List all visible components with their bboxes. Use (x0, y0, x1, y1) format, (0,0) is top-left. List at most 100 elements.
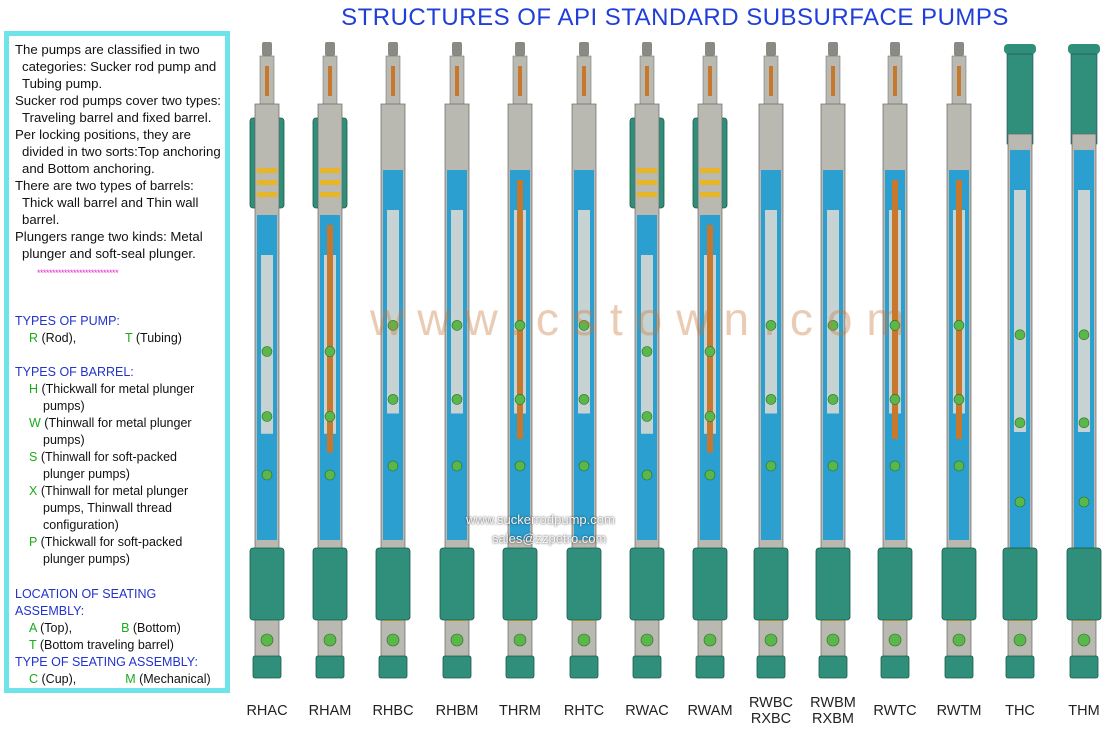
section-heading: TYPE OF SEATING ASSEMBLY: (15, 655, 198, 669)
valve-ball (827, 460, 839, 472)
pump-label-line: THC (1005, 703, 1035, 719)
valve-ball (578, 460, 590, 472)
valve-ball (1078, 496, 1090, 508)
seal-ring (320, 168, 340, 173)
intro-text: The pumps are classified in two categori… (15, 41, 225, 282)
valve-ball (514, 320, 526, 331)
valve-ball (387, 394, 399, 405)
bottom-hold-down (375, 547, 411, 621)
legend-code: P (29, 535, 38, 549)
legend-code: R (29, 331, 39, 345)
legend-desc: (Thickwall for metal plunger (38, 382, 195, 396)
legend-code: T (29, 638, 37, 652)
pump-label-line: RWAM (687, 703, 733, 719)
rod-top-cap (579, 42, 589, 56)
legend-desc: (Rod), (38, 331, 77, 345)
pump-label: THRM (488, 703, 552, 719)
legend-row: C (Cup), M (Mechanical) (15, 671, 221, 688)
valve-ball (324, 411, 336, 422)
legend-code: A (29, 621, 37, 635)
bottom-cap (1005, 655, 1035, 679)
legend-desc: (Bottom) (129, 621, 181, 635)
legend-desc: (Thinwall for soft-packed (37, 450, 177, 464)
seal-ring (700, 192, 720, 197)
bottom-hold-down (941, 547, 977, 621)
rod-core (455, 66, 459, 96)
rod-core (893, 66, 897, 96)
valve-ball (451, 394, 463, 405)
bottom-cap (944, 655, 974, 679)
pump-label: RHTC (552, 703, 616, 719)
pump-label: RHBM (425, 703, 489, 719)
pull-tube (517, 180, 523, 439)
legend-code: C (29, 672, 39, 686)
pump-label-line: RWTM (936, 703, 982, 719)
rod-top-cap (388, 42, 398, 56)
legend-desc: (Mechanical) (135, 672, 211, 686)
valve-ball (324, 346, 336, 357)
legend-code: W (29, 416, 41, 430)
rod-core (265, 66, 269, 96)
legend-row-cont: pumps) (43, 433, 85, 447)
valve-ball (451, 320, 463, 331)
seal-ring (637, 192, 657, 197)
rod-core (708, 66, 712, 96)
intro-paragraph: The pumps are classified in two categori… (15, 42, 217, 91)
bottom-hold-down (692, 547, 728, 621)
bottom-cap (818, 655, 848, 679)
valve-ball (765, 394, 777, 405)
legend-row: P (Thickwall for soft-packed (15, 534, 221, 551)
pull-tube (892, 180, 898, 439)
pump-label: RWTM (927, 703, 991, 719)
section-heading: TYPES OF BARREL: (15, 365, 134, 379)
valve-ball (953, 320, 965, 331)
bottom-cap (252, 655, 282, 679)
legend-code: H (29, 382, 39, 396)
valve-ball (704, 346, 716, 357)
intro-paragraph: Plungers range two kinds: Metal plunger … (15, 229, 203, 261)
valve-ball (827, 320, 839, 331)
rod-top-cap (325, 42, 335, 56)
pump-label-line: THRM (499, 703, 541, 719)
valve-ball (953, 460, 965, 472)
tubing-section (1070, 53, 1098, 145)
rod-top-cap (890, 42, 900, 56)
bottom-cap (378, 655, 408, 679)
legend-desc: (Thinwall for metal plunger (37, 484, 189, 498)
pump-label: RHBC (361, 703, 425, 719)
seal-ring (320, 192, 340, 197)
valve-ball (1078, 329, 1090, 341)
plunger (451, 210, 463, 414)
valve-ball (704, 469, 716, 481)
tubing-top-collar (1004, 44, 1036, 54)
valve-ball (578, 320, 590, 331)
legend-row-cont: plunger pumps) (43, 467, 130, 481)
standing-valve-ball (888, 633, 902, 647)
bottom-cap (695, 655, 725, 679)
legend-panel: The pumps are classified in two categori… (4, 31, 230, 693)
rod-top-cap (452, 42, 462, 56)
bottom-hold-down (502, 547, 538, 621)
valve-ball (704, 411, 716, 422)
bottom-hold-down (1002, 547, 1038, 621)
valve-ball (261, 346, 273, 357)
pull-tube (956, 180, 962, 439)
rod-core (582, 66, 586, 96)
pump-label: RHAC (235, 703, 299, 719)
pump-label-line: RHBC (372, 703, 414, 719)
plunger (765, 210, 777, 414)
plunger (1078, 190, 1090, 432)
pump-label: RWAM (678, 703, 742, 719)
bottom-cap (880, 655, 910, 679)
rod-core (518, 66, 522, 96)
section-heading: TYPES OF PUMP: (15, 314, 120, 328)
standing-valve-ball (323, 633, 337, 647)
valve-ball (261, 411, 273, 422)
bottom-cap (315, 655, 345, 679)
standing-valve-ball (703, 633, 717, 647)
pump-label-line: RHTC (563, 703, 605, 719)
bottom-hold-down (249, 547, 285, 621)
standing-valve-ball (1013, 633, 1027, 647)
seal-ring (637, 180, 657, 185)
